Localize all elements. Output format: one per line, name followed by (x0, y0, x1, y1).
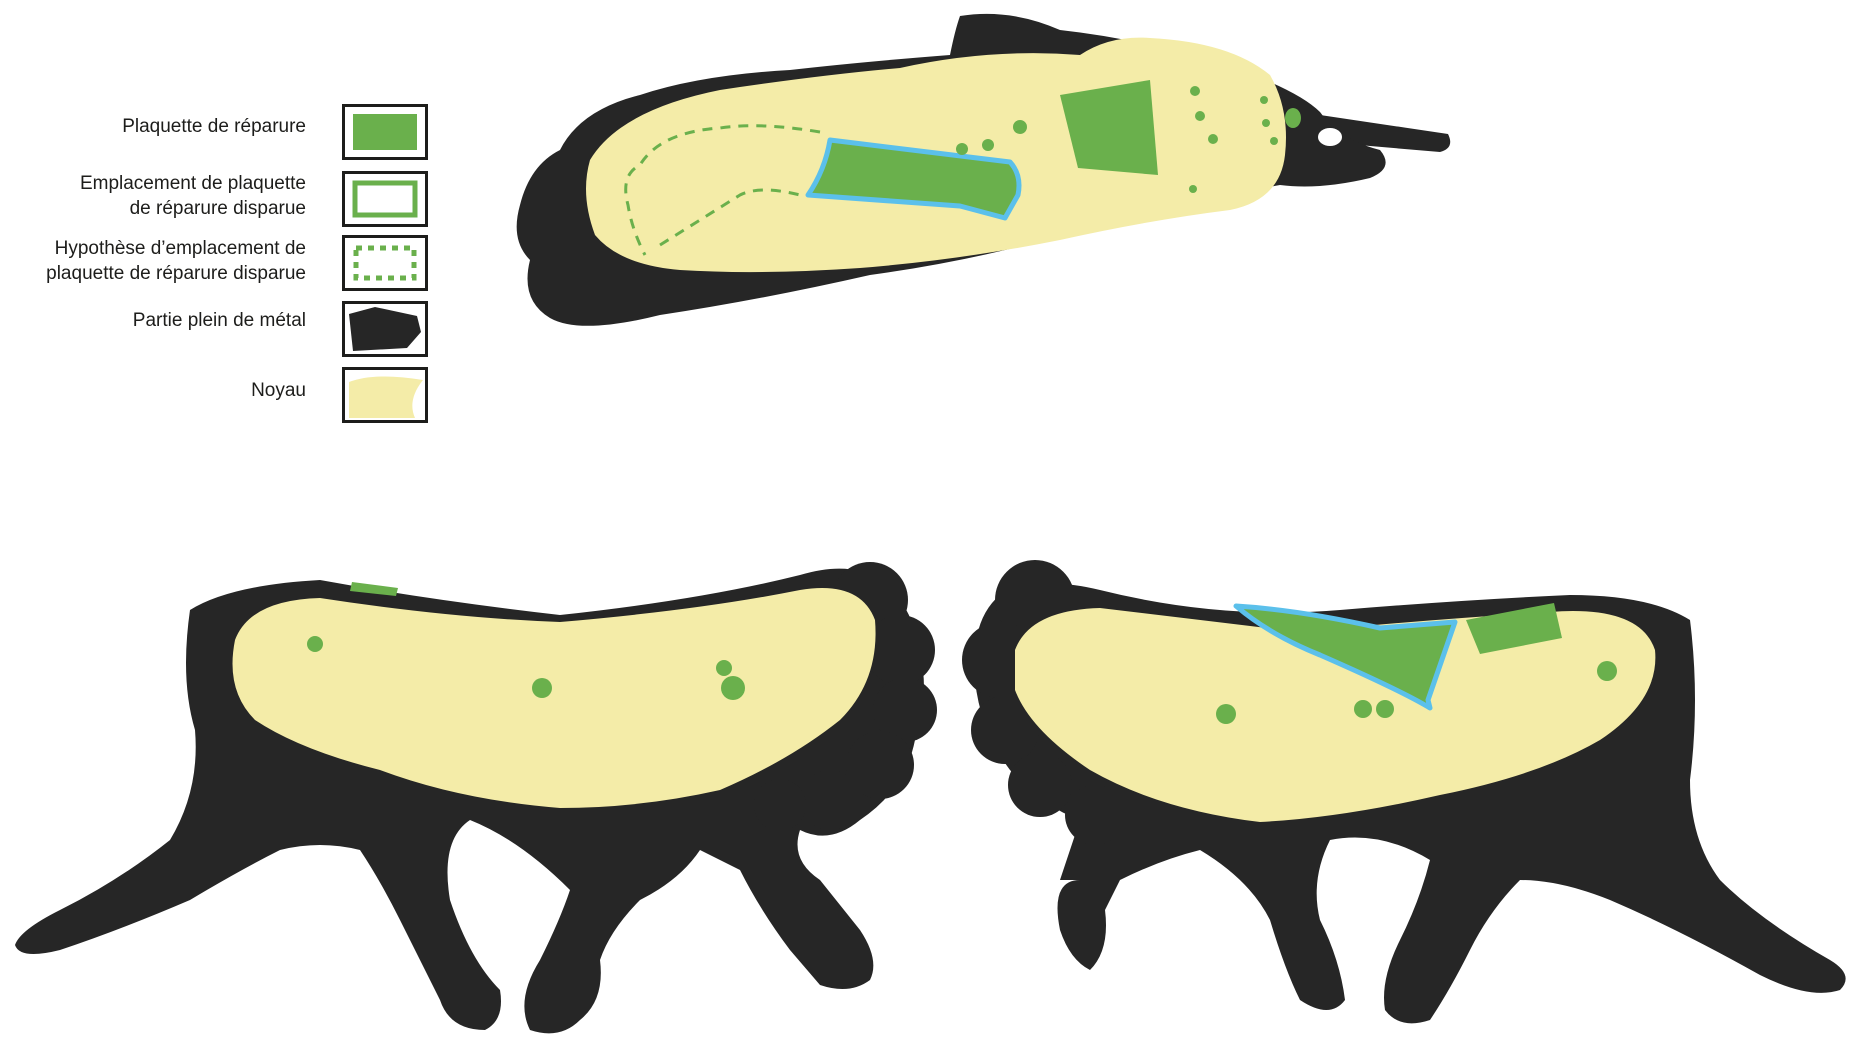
top-view (517, 14, 1451, 326)
right-side-view (962, 560, 1846, 1023)
top-view-head-hole (1318, 128, 1342, 146)
left-side-view (15, 562, 937, 1033)
